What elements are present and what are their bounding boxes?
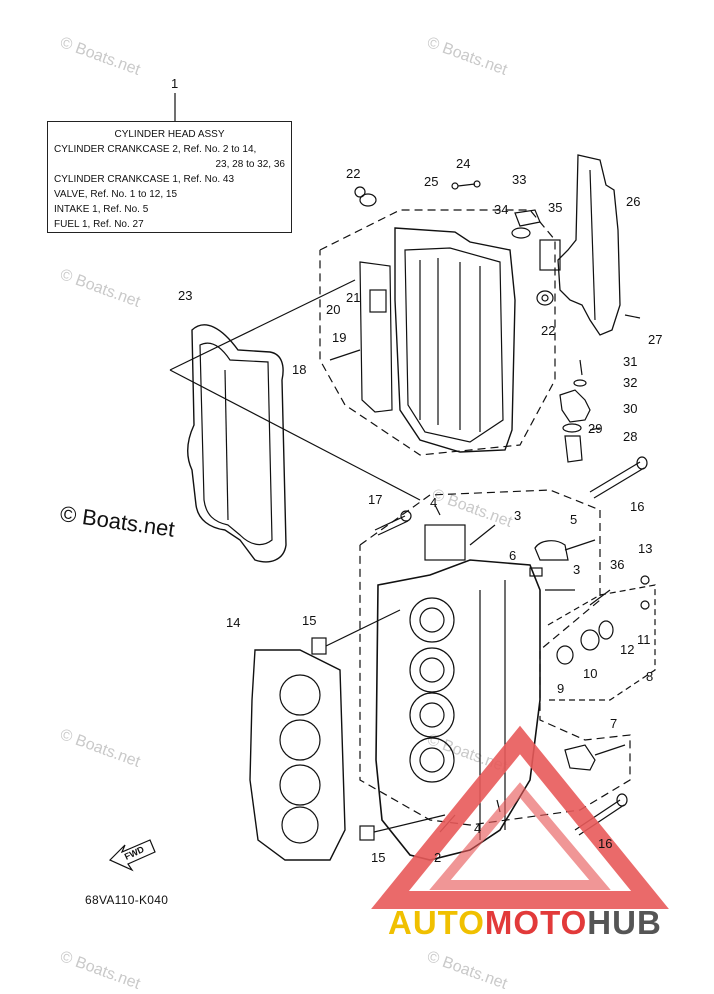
callout-16: 16 xyxy=(630,499,644,514)
assy-line: FUEL 1, Ref. No. 27 xyxy=(54,219,144,230)
callout-4: 4 xyxy=(474,821,481,836)
callout-17: 17 xyxy=(368,492,382,507)
callout-14: 14 xyxy=(226,615,240,630)
callout-28: 28 xyxy=(623,429,637,444)
callout-7: 7 xyxy=(610,716,617,731)
callout-26: 26 xyxy=(626,194,640,209)
callout-33: 33 xyxy=(512,172,526,187)
callout-31: 31 xyxy=(623,354,637,369)
callout-35: 35 xyxy=(548,200,562,215)
assy-title: CYLINDER HEAD ASSY xyxy=(114,129,225,140)
callout-23: 23 xyxy=(178,288,192,303)
logo-text: AUTOMOTOHUB xyxy=(388,904,662,942)
logo-part-moto: MOTO xyxy=(484,904,588,941)
callout-3: 3 xyxy=(514,508,521,523)
callout-4: 4 xyxy=(430,495,437,510)
callout-22: 22 xyxy=(541,323,555,338)
callout-3: 3 xyxy=(573,562,580,577)
callout-8: 8 xyxy=(646,669,653,684)
callout-11: 11 xyxy=(637,632,651,647)
callout-15: 15 xyxy=(302,613,316,628)
callout-13: 13 xyxy=(638,541,652,556)
logo-part-hub: HUB xyxy=(587,904,662,941)
callout-1: 1 xyxy=(171,76,178,91)
callout-15: 15 xyxy=(371,850,385,865)
callout-27: 27 xyxy=(648,332,662,347)
callout-25: 25 xyxy=(424,174,438,189)
callout-9: 9 xyxy=(557,681,564,696)
logo-part-auto: AUTO xyxy=(388,904,485,941)
assy-line: VALVE, Ref. No. 1 to 12, 15 xyxy=(54,189,178,200)
callout-6: 6 xyxy=(509,548,516,563)
diagram-reference-code: 68VA110-K040 xyxy=(85,893,169,907)
callout-22: 22 xyxy=(346,166,360,181)
callout-12: 12 xyxy=(620,642,634,657)
callout-24: 24 xyxy=(456,156,470,171)
callout-2: 2 xyxy=(434,850,441,865)
callout-5: 5 xyxy=(570,512,577,527)
callout-21: 21 xyxy=(346,290,360,305)
assy-line: CYLINDER CRANKCASE 2, Ref. No. 2 to 14, xyxy=(54,144,257,155)
callout-32: 32 xyxy=(623,375,637,390)
assy-line: 23, 28 to 32, 36 xyxy=(215,159,285,170)
callout-29: 29 xyxy=(588,421,602,436)
callout-19: 19 xyxy=(332,330,346,345)
callout-10: 10 xyxy=(583,666,597,681)
assembly-info-box: CYLINDER HEAD ASSY CYLINDER CRANKCASE 2,… xyxy=(47,121,292,233)
callout-16: 16 xyxy=(598,836,612,851)
callout-30: 30 xyxy=(623,401,637,416)
assy-line: CYLINDER CRANKCASE 1, Ref. No. 43 xyxy=(54,174,235,185)
assy-line: INTAKE 1, Ref. No. 5 xyxy=(54,204,149,215)
callout-36: 36 xyxy=(610,557,624,572)
callout-20: 20 xyxy=(326,302,340,317)
callout-34: 34 xyxy=(494,202,508,217)
callout-18: 18 xyxy=(292,362,306,377)
